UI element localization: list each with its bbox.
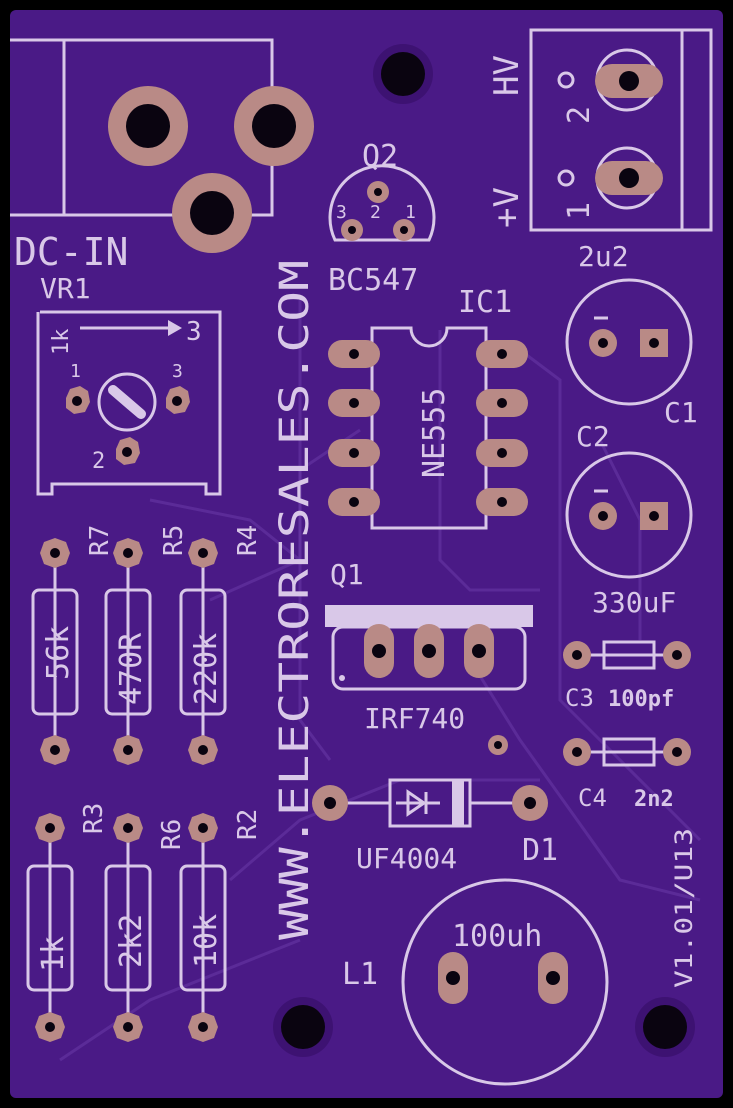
ic1-part: NE555: [417, 388, 452, 478]
r7-ref: R7: [85, 525, 115, 556]
vr1-value: 1k: [49, 329, 74, 356]
mosfet-q1: Q1 IRF740: [325, 558, 533, 755]
ic1-ref: IC1: [458, 285, 512, 320]
terminal-pin2-number: 2: [562, 106, 597, 124]
capacitor-c3: C3 100pf: [563, 640, 691, 712]
resistor-r6: 2k2 R6: [104, 813, 187, 1042]
vr1-pin1-label: 1: [70, 361, 81, 382]
r3-ref: R3: [79, 803, 109, 834]
r5-value: 470R: [114, 632, 149, 705]
l1-ref: L1: [342, 957, 378, 992]
r6-value: 2k2: [114, 914, 149, 968]
r6-ref: R6: [157, 819, 187, 850]
plus-v-label: +V: [487, 187, 527, 228]
r2-ref: R2: [233, 809, 263, 840]
board-substrate: [10, 10, 723, 1098]
ic1-ne555: IC1 NE555: [328, 285, 528, 530]
dc-in-jack: DC-IN: [10, 38, 314, 274]
r2-value: 10k: [189, 914, 224, 968]
c4-value: 2n2: [634, 787, 674, 812]
capacitor-c2: C2 330uF: [565, 420, 693, 619]
q2-pin-1: 1: [405, 202, 416, 223]
q1-ref: Q1: [330, 558, 364, 591]
mounting-holes: [273, 44, 695, 1057]
dc-in-label: DC-IN: [14, 230, 128, 274]
output-terminal: 2 1 HV +V: [487, 28, 713, 232]
capacitor-c4: C4 2n2: [563, 737, 691, 812]
terminal-pin1-number: 1: [562, 202, 597, 220]
r5-ref: R5: [159, 525, 189, 556]
hv-label: HV: [487, 55, 527, 96]
capacitor-c1: 2u2 C1: [565, 240, 698, 429]
vr1-ref: VR1: [40, 272, 91, 305]
resistor-r2: 10k R2: [179, 809, 263, 1042]
r7-value: 56k: [41, 626, 76, 680]
copper-traces: [59, 300, 702, 1062]
l1-value: 100uh: [452, 919, 542, 954]
vr1-pin3-label: 3: [172, 361, 183, 382]
q1-part: IRF740: [364, 702, 465, 735]
resistors-bottom: 1k R3 2k2 R6 10k R2: [26, 803, 263, 1042]
r4-ref: R4: [233, 525, 263, 556]
d1-part: UF4004: [356, 842, 457, 875]
r4-value: 220k: [189, 633, 224, 705]
resistor-r5: 470R R5: [104, 525, 189, 765]
transistor-q2: Q2 3 2 1 BC547: [328, 139, 436, 298]
diode-d1: UF4004 D1: [312, 778, 558, 875]
resistor-r4: 220k R4: [179, 525, 263, 765]
d1-ref: D1: [522, 833, 558, 868]
r3-value: 1k: [36, 936, 71, 972]
c3-value: 100pf: [608, 687, 674, 712]
c1-ref: C1: [664, 396, 698, 429]
resistor-r3: 1k R3: [26, 803, 109, 1042]
c4-ref: C4: [578, 784, 607, 812]
q2-part: BC547: [328, 263, 418, 298]
c3-ref: C3: [565, 684, 594, 712]
website-text: WWW.ELECTRORESALES.COM: [272, 260, 318, 940]
version-text: V1.01/U13: [670, 828, 698, 988]
c2-ref: C2: [576, 420, 610, 453]
trimmer-vr1: VR1 1k 3 1 3 2: [36, 272, 222, 496]
c1-value: 2u2: [578, 240, 629, 273]
vr1-arrow-label: 3: [186, 317, 202, 347]
inductor-l1: 100uh L1: [342, 878, 609, 1086]
q2-pin-3: 3: [336, 202, 347, 223]
q2-pin-2: 2: [370, 202, 381, 223]
resistor-r7: 56k R7: [31, 525, 115, 765]
c2-value: 330uF: [592, 586, 676, 619]
resistors-top: 56k R7 470R R5 220k R4: [31, 525, 263, 765]
vr1-pin2-label: 2: [92, 449, 105, 474]
